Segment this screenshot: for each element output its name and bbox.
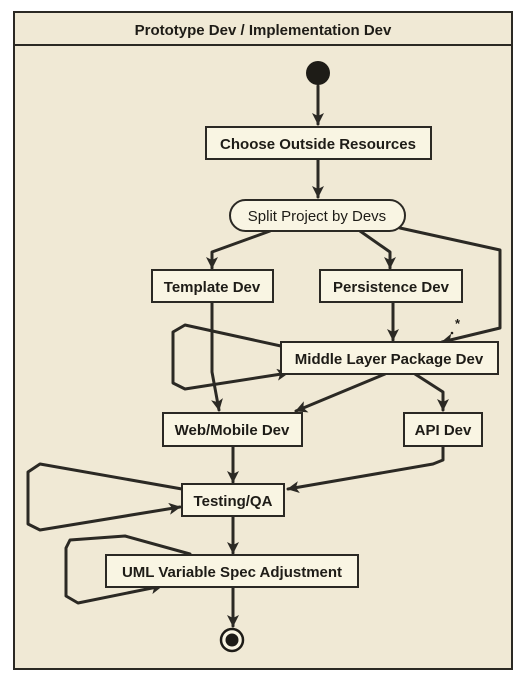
node-label: Template Dev: [164, 279, 261, 296]
edges: [26, 84, 502, 628]
node-template-dev[interactable]: Template Dev: [151, 269, 274, 303]
edge-split-to-persistence: [358, 229, 396, 270]
edge-middle-to-web: [294, 372, 387, 413]
node-label: API Dev: [415, 422, 472, 439]
node-label: UML Variable Spec Adjustment: [122, 564, 342, 581]
edge-middle-selfloop: [171, 323, 292, 391]
edge-middle-to-api: [413, 372, 449, 412]
edge-template-to-web: [210, 300, 223, 412]
node-box: [280, 341, 499, 375]
initial-node: [306, 61, 330, 85]
node-middle-layer-dev[interactable]: Middle Layer Package Dev: [280, 341, 499, 375]
node-box: [162, 412, 303, 447]
node-box: [229, 199, 406, 232]
edge-split-to-template: [206, 229, 272, 270]
node-box: [403, 412, 483, 447]
multiplicity-dot: [450, 331, 454, 335]
node-box: [205, 126, 432, 160]
node-uml-spec-adjustment[interactable]: UML Variable Spec Adjustment: [105, 554, 359, 588]
node-label: Middle Layer Package Dev: [295, 351, 484, 368]
node-choose-outside-resources[interactable]: Choose Outside Resources: [205, 126, 432, 160]
node-label: Persistence Dev: [333, 279, 450, 296]
node-persistence-dev[interactable]: Persistence Dev: [319, 269, 463, 303]
node-box: [151, 269, 274, 303]
node-label: Split Project by Devs: [248, 208, 386, 225]
node-label: Web/Mobile Dev: [175, 422, 290, 439]
node-label: Choose Outside Resources: [220, 136, 416, 153]
edge-split-to-middle: [398, 226, 502, 346]
final-node-core: [225, 633, 239, 647]
node-web-mobile-dev[interactable]: Web/Mobile Dev: [162, 412, 303, 447]
node-split-project[interactable]: Split Project by Devs: [229, 199, 406, 232]
node-api-dev[interactable]: API Dev: [403, 412, 483, 447]
node-testing-qa[interactable]: Testing/QA: [181, 483, 285, 517]
node-box: [181, 483, 285, 517]
edge-uml-selfloop: [64, 534, 192, 605]
node-label: Testing/QA: [194, 493, 273, 510]
edge-testing-selfloop: [26, 462, 184, 532]
edge-api-to-testing: [286, 444, 445, 494]
multiplicity-label: *: [455, 316, 461, 331]
node-box: [105, 554, 359, 588]
node-box: [319, 269, 463, 303]
swimlane-title: Prototype Dev / Implementation Dev: [135, 22, 392, 39]
final-node: [219, 627, 245, 653]
